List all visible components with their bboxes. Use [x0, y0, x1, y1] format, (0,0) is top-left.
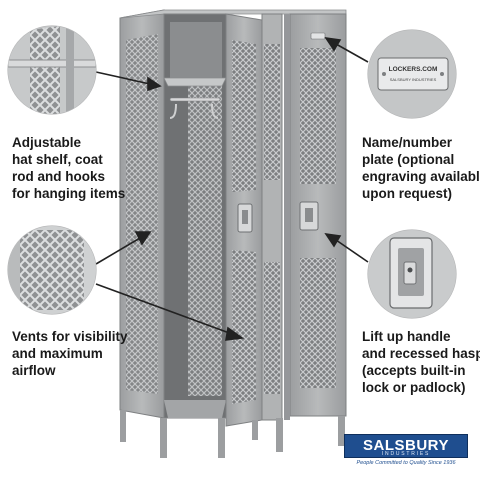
callout-shelf-line: Adjustable [12, 135, 82, 150]
callout-shelf-line: hat shelf, coat [12, 152, 103, 167]
callout-plate-line: plate (optional [362, 152, 455, 167]
hook [169, 103, 177, 119]
callout-vents-line: Vents for visibility [12, 329, 128, 344]
plate-text-line2: SALSBURY INDUSTRIES [390, 77, 437, 82]
detail-circle-plate: LOCKERS.COM SALSBURY INDUSTRIES [367, 29, 457, 119]
logo-name: SALSBURY [363, 437, 449, 454]
callout-shelf-line: for hanging items [12, 186, 126, 201]
name-plate [310, 32, 326, 40]
salsbury-logo: SALSBURY INDUSTRIES People Committed to … [344, 434, 468, 472]
callout-handle-line: lock or padlock) [362, 380, 466, 395]
callout-plate: Name/number plate (optional engraving av… [362, 134, 480, 202]
hook [211, 103, 219, 119]
locker-leg [160, 418, 167, 458]
callout-shelf: Adjustable hat shelf, coat rod and hooks… [12, 134, 125, 202]
plate-text-line1: LOCKERS.COM [389, 66, 438, 73]
callout-handle-line: and recessed hasp [362, 346, 480, 361]
callout-vents-line: airflow [12, 363, 56, 378]
callout-vents: Vents for visibility and maximum airflow [12, 328, 128, 379]
callout-handle-line: (accepts built-in [362, 363, 466, 378]
locker-group [119, 9, 347, 458]
callout-handle: Lift up handle and recessed hasp (accept… [362, 328, 480, 396]
logo-tagline: People Committed to Quality Since 1936 [356, 460, 456, 466]
logo-badge: SALSBURY INDUSTRIES [344, 434, 468, 458]
coat-rod [169, 97, 221, 102]
logo-subtitle: INDUSTRIES [381, 451, 431, 457]
callout-plate-line: Name/number [362, 135, 453, 150]
locker-leg [338, 416, 345, 446]
pointer-lines [95, 36, 369, 341]
locker-leg [120, 410, 126, 442]
detail-circle-handle [367, 229, 457, 319]
callout-plate-line: upon request) [362, 186, 452, 201]
locker-leg [276, 418, 283, 452]
callout-plate-line: engraving available [362, 169, 480, 184]
locker-leg [218, 418, 225, 458]
callout-vents-line: and maximum [12, 346, 103, 361]
detail-circle-vents [7, 225, 97, 315]
callout-handle-line: Lift up handle [362, 329, 451, 344]
detail-circle-shelf [7, 25, 97, 115]
callout-shelf-line: rod and hooks [12, 169, 106, 184]
hat-shelf [163, 77, 227, 87]
